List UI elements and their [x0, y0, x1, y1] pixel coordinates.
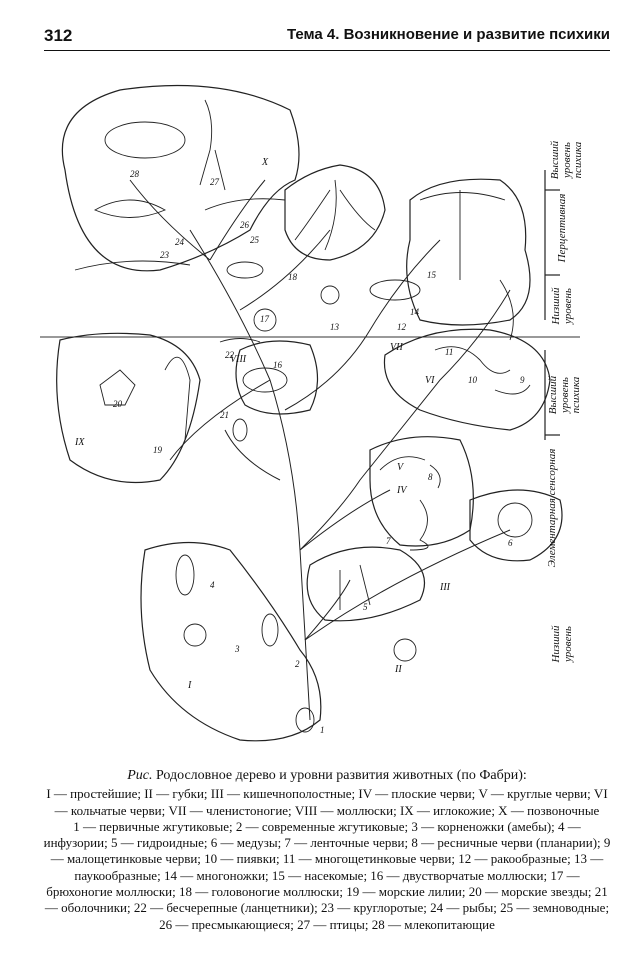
- number-label-2: 2: [295, 659, 300, 669]
- running-title: Тема 4. Возникновение и развитие психики: [286, 26, 610, 43]
- number-labels: 1 2 3 4 5 6 7 8 9 10 11 12 13 14 15 16 1…: [113, 169, 525, 735]
- side-label-perceptual: Перцептивная: [556, 193, 568, 263]
- number-label-10: 10: [468, 375, 478, 385]
- page-header: 312 Тема 4. Возникновение и развитие пси…: [44, 24, 610, 51]
- crayfish-sketch: [369, 279, 421, 301]
- number-label-17: 17: [260, 314, 270, 324]
- tree-illustration: I II III IV V VI VII VIII IX X 1 2 3 4 5…: [40, 84, 580, 742]
- leech-sketch: [494, 384, 531, 395]
- label-VI: VI: [425, 375, 435, 386]
- caption-number-legend: 1 — первичные жгутиковые; 2 — современны…: [43, 818, 611, 932]
- echinoderms-outline: [56, 332, 201, 484]
- side-label-low-perceptual: Низший уровень: [550, 287, 574, 325]
- insects-outline: [406, 178, 531, 326]
- number-label-18: 18: [288, 272, 298, 282]
- number-label-12: 12: [397, 322, 407, 332]
- tree-branches: [129, 179, 511, 721]
- caption-prefix: Рис.: [127, 768, 153, 783]
- label-X: X: [261, 157, 269, 168]
- number-label-24: 24: [175, 237, 185, 247]
- number-label-4: 4: [210, 580, 215, 590]
- roman-labels: I II III IV V VI VII VIII IX X: [74, 157, 451, 691]
- number-label-13: 13: [330, 322, 340, 332]
- number-label-25: 25: [250, 235, 260, 245]
- number-label-14: 14: [410, 307, 420, 317]
- number-label-5: 5: [363, 602, 368, 612]
- caption-title: Рис. Родословное дерево и уровни развити…: [42, 768, 612, 784]
- lizard-sketch: [204, 198, 286, 211]
- number-label-27: 27: [210, 177, 220, 187]
- side-label-elementary-sensory: Элементарная сенсорная: [546, 448, 558, 568]
- polychaete-sketch: [434, 346, 511, 374]
- hydroid-sketch: [339, 564, 371, 610]
- tunicate-sketch: [232, 418, 248, 442]
- ciliate-sketch: [175, 554, 195, 596]
- hydroids-outline: [306, 546, 426, 622]
- annelids-outline: [383, 328, 551, 431]
- label-VII: VII: [390, 342, 403, 353]
- number-label-21: 21: [220, 410, 229, 420]
- jellyfish-sketch: [497, 502, 533, 538]
- caption-title-text: Родословное дерево и уровни развития жив…: [155, 768, 527, 783]
- number-label-3: 3: [234, 644, 240, 654]
- tapeworm-sketch: [409, 499, 429, 551]
- starfish-sketch: [99, 369, 136, 406]
- protozoa-outline: [140, 541, 322, 742]
- fish-sketch: [93, 199, 167, 218]
- lion-sketch: [104, 121, 186, 159]
- vertebrates-outline: [61, 84, 300, 272]
- organism-sketches: [74, 99, 533, 733]
- number-label-28: 28: [130, 169, 140, 179]
- figure-caption: Рис. Родословное дерево и уровни развити…: [42, 768, 612, 933]
- number-label-1: 1: [320, 725, 325, 735]
- label-IX: IX: [74, 437, 85, 448]
- jellyfish-outline: [469, 489, 563, 562]
- number-label-9: 9: [520, 375, 525, 385]
- dragonfly-sketch: [419, 190, 506, 280]
- caption-roman-legend: I — простейшие; II — губки; III — кишечн…: [46, 786, 608, 818]
- number-label-15: 15: [427, 270, 437, 280]
- amoeba-sketch: [183, 623, 207, 647]
- side-label-high-sensory: Высший уровень психика: [547, 375, 583, 415]
- molluscs-outline: [235, 340, 319, 415]
- cephalopods-outline: [284, 164, 386, 261]
- lancelet-sketch: [219, 338, 261, 343]
- snail-sketch: [253, 308, 277, 332]
- number-label-26: 26: [240, 220, 250, 230]
- label-IV: IV: [396, 485, 408, 496]
- sponge-sketch: [393, 638, 417, 662]
- side-label-low-sensory: Низший уровень: [550, 625, 574, 663]
- number-label-22: 22: [225, 350, 235, 360]
- sea-lily-sketch: [164, 356, 191, 441]
- millipede-sketch: [499, 279, 514, 341]
- label-V: V: [397, 462, 405, 473]
- roundworm-sketch: [379, 456, 426, 471]
- number-label-6: 6: [508, 538, 513, 548]
- planaria-sketch: [429, 464, 441, 489]
- frog-sketch: [226, 261, 264, 279]
- number-label-16: 16: [273, 360, 283, 370]
- number-label-19: 19: [153, 445, 163, 455]
- flagellate-sketch: [261, 613, 279, 647]
- label-II: II: [394, 664, 402, 675]
- number-label-7: 7: [386, 536, 391, 546]
- lamprey-sketch: [74, 260, 191, 271]
- number-label-8: 8: [428, 472, 433, 482]
- spider-sketch: [320, 285, 340, 305]
- mussel-sketch: [242, 367, 288, 393]
- primitive-flagellate-sketch: [295, 707, 315, 733]
- flatworms-outline: [369, 436, 474, 547]
- number-label-11: 11: [445, 347, 453, 357]
- label-I: I: [187, 680, 192, 691]
- octopus-sketch: [294, 179, 376, 251]
- page-number: 312: [44, 26, 73, 45]
- number-label-23: 23: [160, 250, 170, 260]
- number-label-20: 20: [113, 399, 123, 409]
- bird-sketch: [199, 99, 226, 191]
- phylogenetic-tree-figure: I II III IV V VI VII VIII IX X 1 2 3 4 5…: [40, 80, 620, 760]
- label-III: III: [439, 582, 451, 593]
- label-VIII: VIII: [230, 354, 247, 365]
